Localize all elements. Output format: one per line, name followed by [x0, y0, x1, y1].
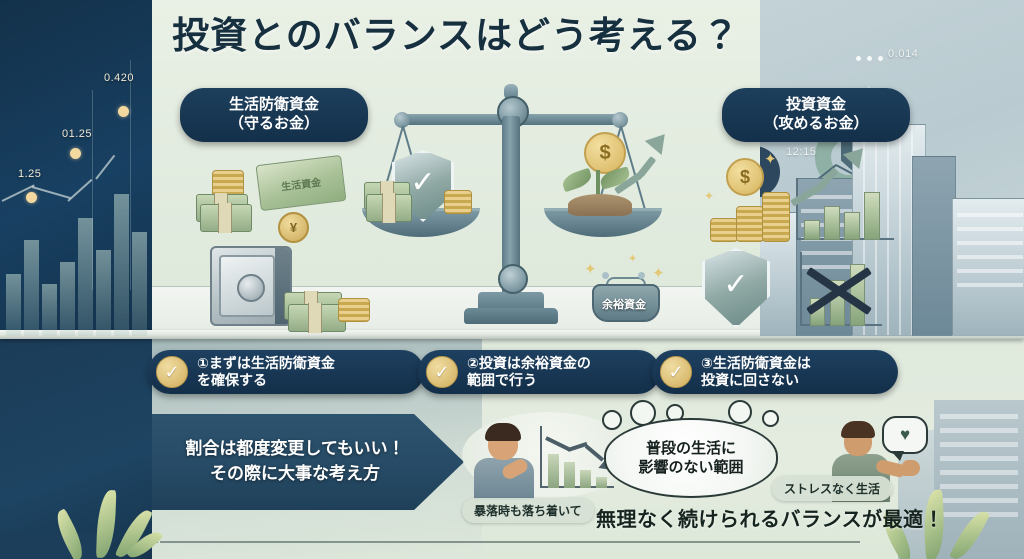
- cash-bundle-icon: [366, 193, 412, 223]
- thought-bubble-text: 普段の生活に 影響のない範囲: [638, 439, 744, 477]
- dollar-coin-icon: $: [584, 132, 626, 174]
- illustration-worried-person: [462, 412, 634, 504]
- bullet-point-1: ✓ ①まずは生活防衛資金 を確保する: [148, 350, 424, 394]
- heart-glyph: ♥: [899, 425, 911, 444]
- bullet-point-3-text: ③生活防衛資金は 投資に回さない: [701, 355, 811, 388]
- decor-right-label-value: 0.014: [888, 48, 919, 60]
- arrow-banner-text: 割合は都度変更してもいい！ その際に大事な考え方: [185, 439, 405, 483]
- sparkle-icon: ✦: [584, 261, 597, 278]
- coin-stack-icon: [710, 218, 738, 242]
- decor-right-label-time: 12:15: [786, 146, 817, 158]
- thought-dot: [728, 400, 752, 424]
- decor-left-label-1: 1.25: [18, 168, 42, 180]
- bullet-point-2-text: ②投資は余裕資金の 範囲で行う: [467, 355, 591, 388]
- decor-left-label-3: 0.420: [104, 72, 135, 84]
- thought-dot: [602, 410, 622, 430]
- dollar-glyph: $: [739, 166, 750, 187]
- page-title: 投資とのバランスはどう考える？: [172, 13, 740, 57]
- yen-glyph: ¥: [289, 220, 298, 235]
- growth-arrow-icon: [614, 126, 676, 196]
- pill-protect-text: 生活防衛資金 （守るお金）: [228, 96, 319, 132]
- coin-stack-icon: [762, 192, 790, 242]
- check-glyph: ✓: [723, 268, 749, 301]
- decor-left-label-2: 01.25: [62, 128, 93, 140]
- bullet-point-3: ✓ ③生活防衛資金は 投資に回さない: [652, 350, 898, 394]
- section-divider-band: [0, 330, 1024, 339]
- soil-mound: [568, 194, 632, 216]
- living-fund-card-label: 生活資金: [280, 177, 322, 193]
- cross-out-icon: [802, 258, 876, 324]
- caption-crash: 暴落時も落ち着いて: [462, 498, 594, 523]
- thought-dot: [762, 410, 779, 427]
- bullet-point-2: ✓ ②投資は余裕資金の 範囲で行う: [418, 350, 660, 394]
- heart-bubble-icon: ♥: [882, 416, 928, 461]
- cash-bundle-icon: [288, 303, 346, 333]
- coin-stack-icon: [338, 298, 370, 322]
- background-panel-bottom-left-dark: [0, 338, 152, 559]
- sparkle-icon: ✦: [652, 265, 665, 282]
- safe-box-icon: [210, 246, 292, 326]
- cash-bundle-icon: [200, 203, 252, 233]
- sparkle-icon: ✦: [628, 253, 638, 265]
- decor-bottom-line: [160, 541, 860, 543]
- surplus-fund-purse: 余裕資金: [592, 272, 660, 322]
- decor-donut-chart-partial: [760, 146, 780, 198]
- closing-statement: 無理なく続けられるバランスが最適！: [596, 509, 945, 531]
- growth-arrow-icon: [790, 140, 880, 212]
- label-pill-invest-money: 投資資金 （攻めるお金）: [722, 88, 910, 142]
- caption-stress-free: ストレスなく生活: [772, 476, 893, 501]
- purse-label: 余裕資金: [602, 299, 646, 311]
- bullet-point-1-text: ①まずは生活防衛資金 を確保する: [197, 355, 335, 388]
- declining-chart-icon: [540, 426, 619, 488]
- pill-invest-text: 投資資金 （攻めるお金）: [763, 96, 869, 132]
- sparkle-icon: ✦: [704, 189, 715, 203]
- thought-bubble: 普段の生活に 影響のない範囲: [604, 418, 778, 498]
- check-glyph: ✓: [410, 166, 436, 199]
- sparkle-icon: ✦: [764, 151, 777, 168]
- coin-stack-icon: [736, 206, 764, 242]
- check-circle-icon: ✓: [426, 356, 458, 388]
- label-pill-protect-money: 生活防衛資金 （守るお金）: [180, 88, 368, 142]
- coin-stack-icon: [444, 190, 472, 214]
- balance-scale-illustration: ✓ $ 余裕資金 ✦ ✦ ✦: [362, 84, 674, 330]
- decor-plant-left: [50, 486, 164, 559]
- yen-coin-icon: ¥: [278, 212, 309, 243]
- dollar-coin-icon: $: [726, 158, 764, 196]
- decor-chart-left: 1.25 01.25 0.420: [0, 0, 152, 336]
- leaf-icon: [560, 167, 594, 193]
- check-circle-icon: ✓: [660, 356, 692, 388]
- growth-bar-chart-icon: [796, 178, 894, 240]
- dollar-glyph: $: [599, 141, 611, 164]
- decor-dots: [856, 56, 883, 61]
- floor-line: [152, 286, 760, 287]
- arrow-banner: 割合は都度変更してもいい！ その際に大事な考え方: [152, 414, 464, 510]
- check-circle-icon: ✓: [156, 356, 188, 388]
